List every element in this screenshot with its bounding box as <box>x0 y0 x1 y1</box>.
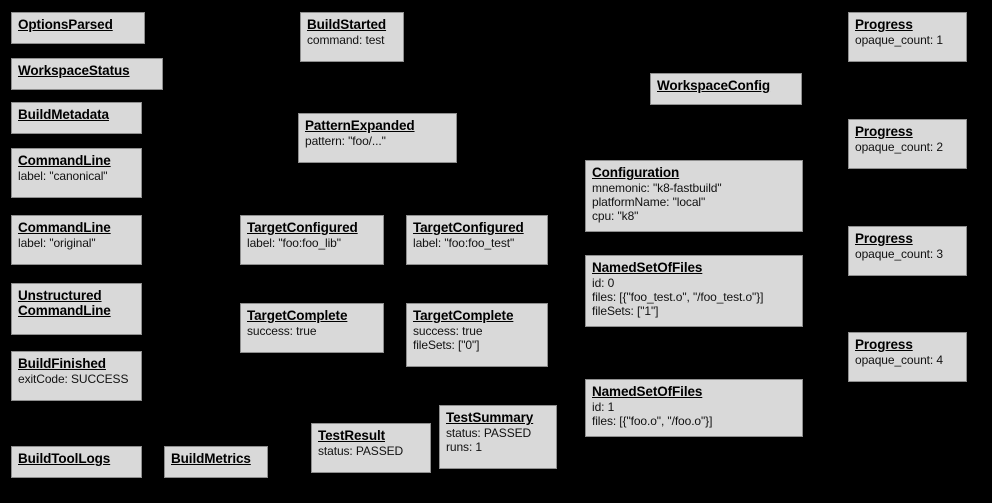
node-options-parsed[interactable]: OptionsParsed <box>11 12 145 44</box>
node-title: CommandLine <box>18 220 111 235</box>
node-title: TargetConfigured <box>247 220 358 235</box>
node-title: Progress <box>855 337 913 352</box>
node-fields: mnemonic: "k8-fastbuild" platformName: "… <box>592 181 722 223</box>
node-fields: pattern: "foo/..." <box>305 134 386 148</box>
node-title: TargetComplete <box>413 308 514 323</box>
node-title: Progress <box>855 231 913 246</box>
node-title: BuildToolLogs <box>18 451 111 466</box>
node-title: NamedSetOfFiles <box>592 384 703 399</box>
node-fields: command: test <box>307 33 385 47</box>
node-title: TargetComplete <box>247 308 348 323</box>
node-fields: opaque_count: 1 <box>855 33 943 47</box>
node-workspace-config[interactable]: WorkspaceConfig <box>650 73 802 105</box>
node-fields: id: 0 files: [{"foo_test.o", "/foo_test.… <box>592 276 764 318</box>
node-fields: success: true fileSets: ["0"] <box>413 324 483 352</box>
node-fields: label: "original" <box>18 236 96 250</box>
node-build-metrics[interactable]: BuildMetrics <box>164 446 268 478</box>
node-title: Progress <box>855 17 913 32</box>
node-title: BuildFinished <box>18 356 106 371</box>
node-fields: opaque_count: 3 <box>855 247 943 261</box>
node-title: CommandLine <box>18 153 111 168</box>
node-fields: id: 1 files: [{"foo.o", "/foo.o"}] <box>592 400 713 428</box>
node-title: TestSummary <box>446 410 534 425</box>
node-fields: opaque_count: 2 <box>855 140 943 154</box>
node-title: Unstructured CommandLine <box>18 288 111 318</box>
node-title: OptionsParsed <box>18 17 113 32</box>
node-title: NamedSetOfFiles <box>592 260 703 275</box>
node-unstructured-command-line[interactable]: Unstructured CommandLine <box>11 283 142 335</box>
node-title: BuildMetrics <box>171 451 251 466</box>
node-title: Configuration <box>592 165 680 180</box>
node-title: PatternExpanded <box>305 118 415 133</box>
node-workspace-status[interactable]: WorkspaceStatus <box>11 58 163 90</box>
node-title: WorkspaceConfig <box>657 78 771 93</box>
node-fields: label: "canonical" <box>18 169 108 183</box>
node-fields: success: true <box>247 324 317 338</box>
node-fields: status: PASSED runs: 1 <box>446 426 532 454</box>
node-fields: status: PASSED <box>318 444 404 458</box>
node-title: WorkspaceStatus <box>18 63 130 78</box>
node-title: Progress <box>855 124 913 139</box>
node-fields: exitCode: SUCCESS <box>18 372 129 386</box>
node-build-tool-logs[interactable]: BuildToolLogs <box>11 446 142 478</box>
node-fields: label: "foo:foo_test" <box>413 236 515 250</box>
node-title: BuildStarted <box>307 17 387 32</box>
node-build-metadata[interactable]: BuildMetadata <box>11 102 142 134</box>
node-title: BuildMetadata <box>18 107 109 122</box>
node-fields: label: "foo:foo_lib" <box>247 236 341 250</box>
node-title: TargetConfigured <box>413 220 524 235</box>
node-title: TestResult <box>318 428 386 443</box>
node-fields: opaque_count: 4 <box>855 353 943 367</box>
